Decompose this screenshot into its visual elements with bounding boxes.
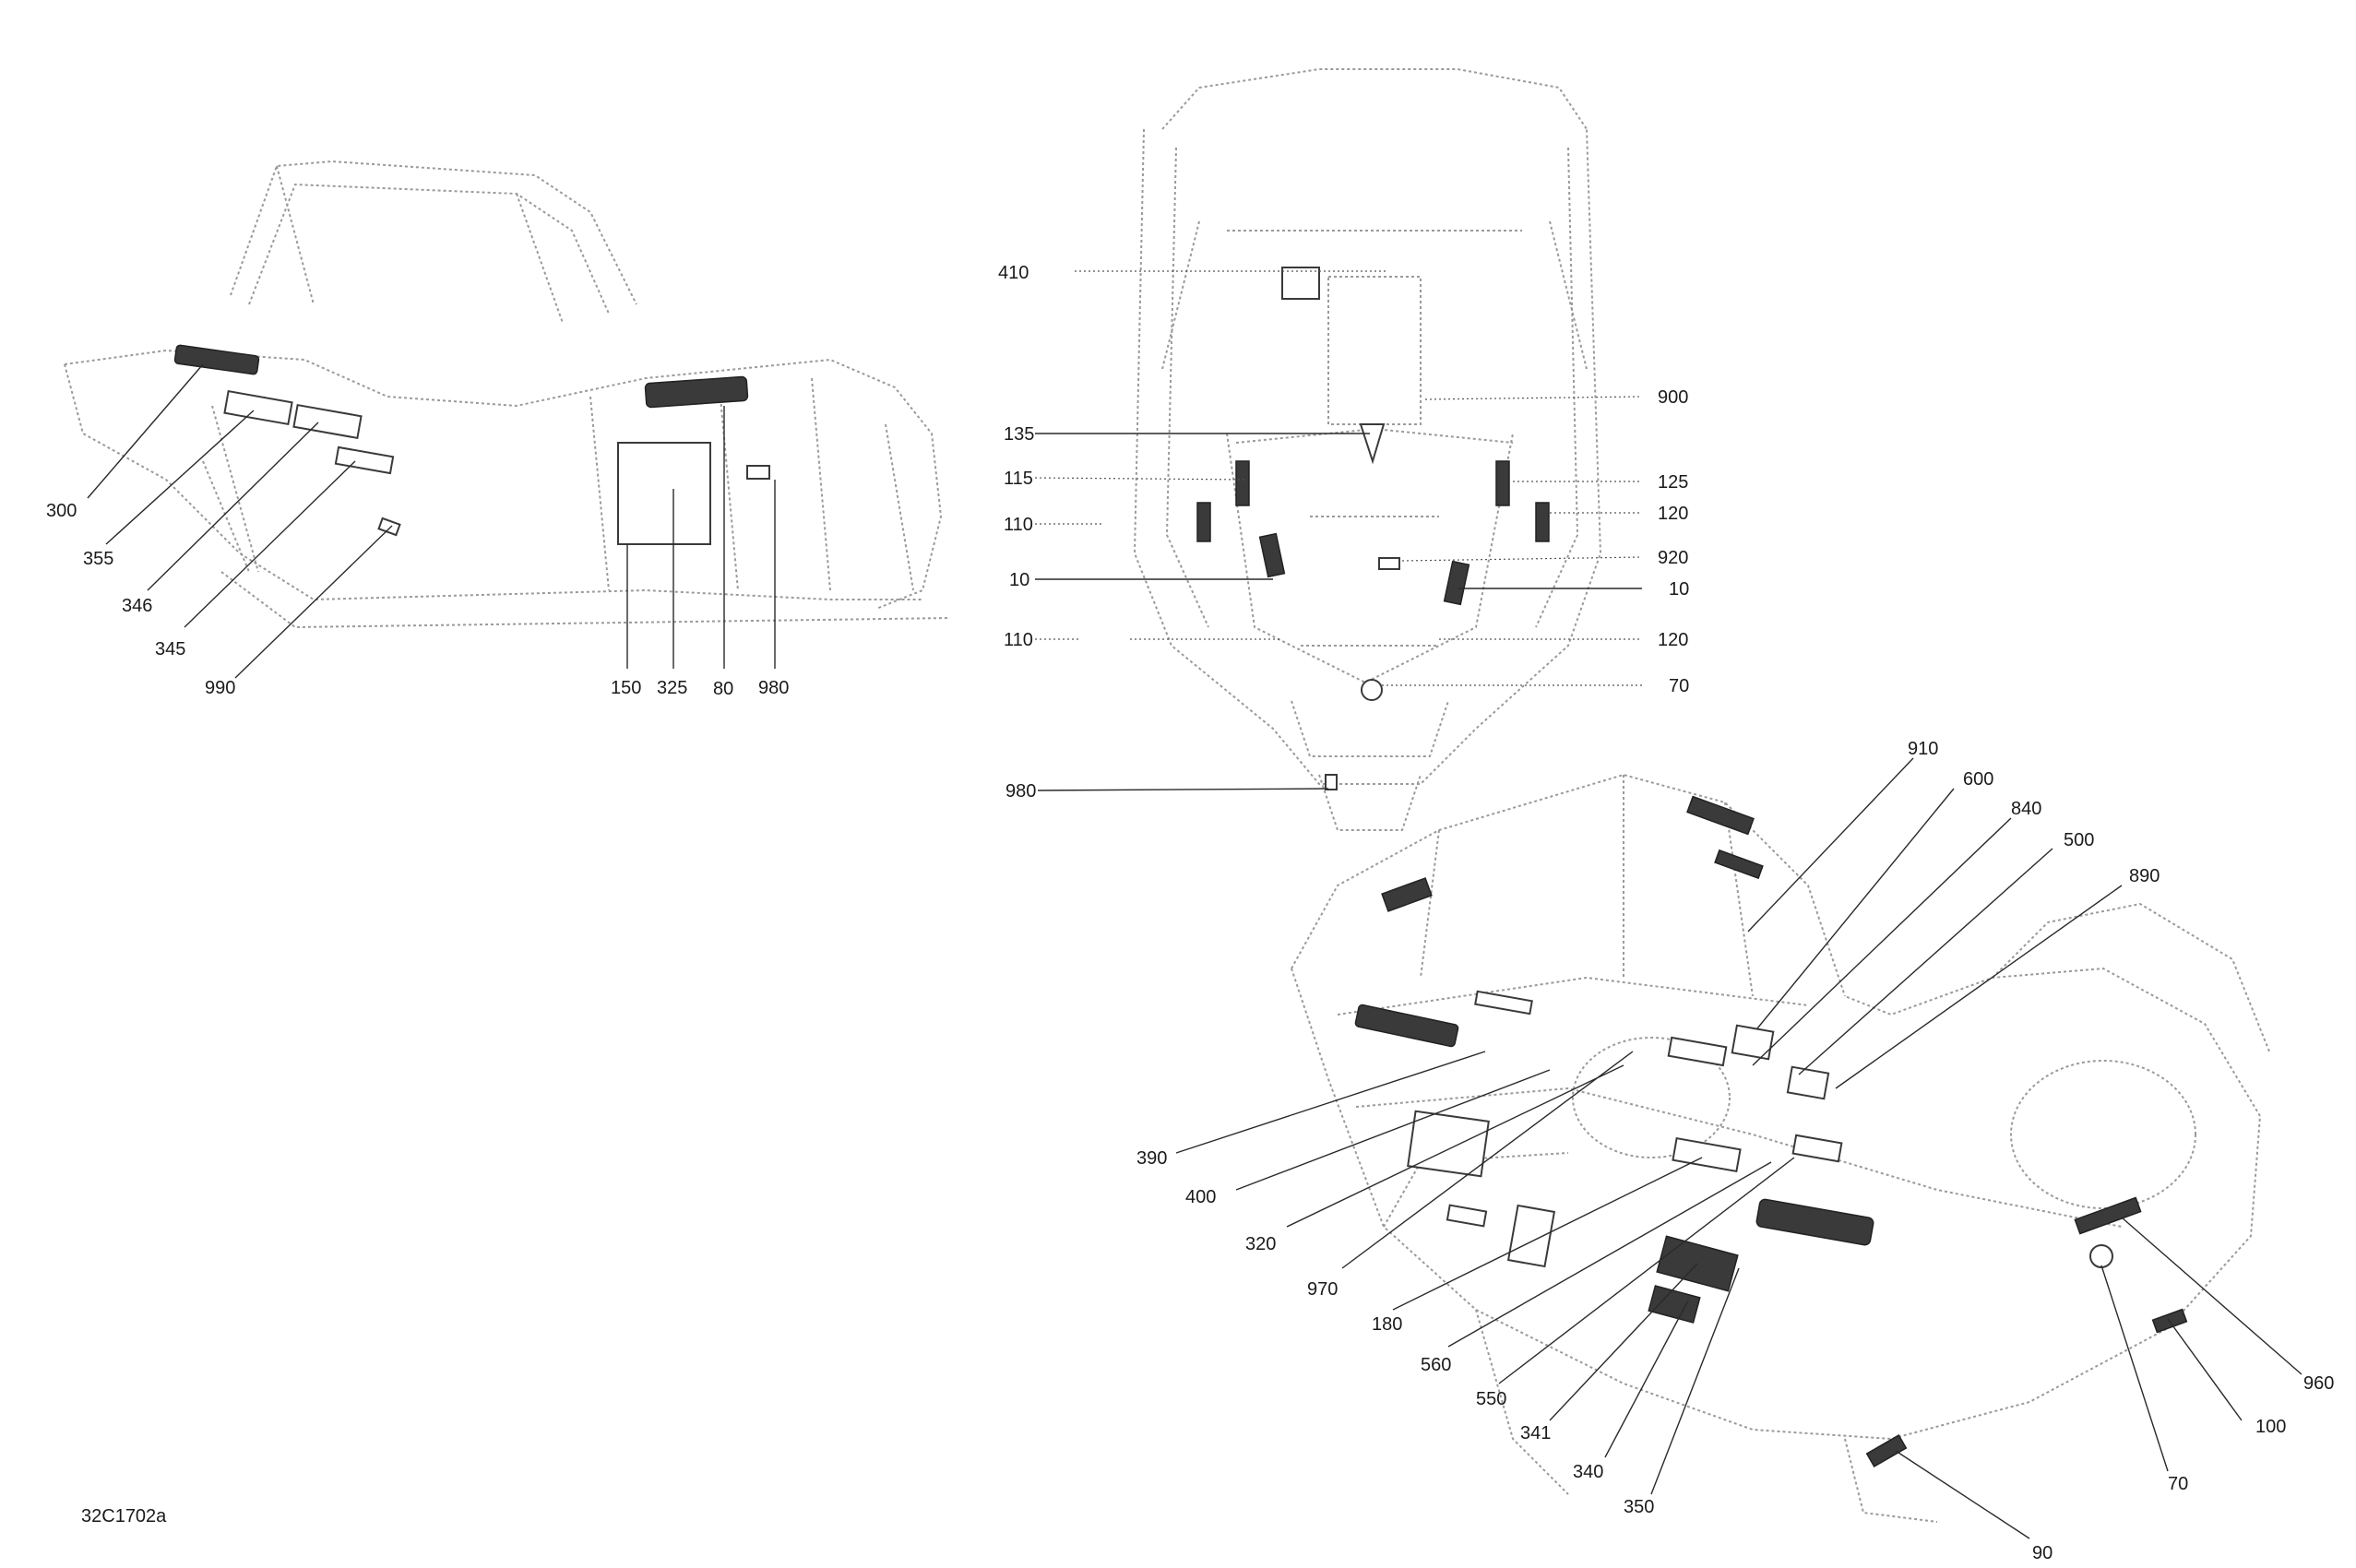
- decal-arrow: [1359, 423, 1386, 465]
- decal-can-am-logo-perspective: [1755, 1198, 1874, 1246]
- callout-label: 120: [1658, 630, 1688, 650]
- callout-label: 980: [1005, 781, 1036, 802]
- side-view-labels: 300 355 346 345 990 150 325 80 980: [46, 501, 789, 699]
- callout-label: 120: [1658, 504, 1688, 524]
- decal-rear-logo: [1281, 267, 1320, 300]
- callout-label: 115: [1004, 469, 1033, 489]
- callout-label: 550: [1476, 1389, 1506, 1409]
- decal-front-tag: [1865, 1434, 1908, 1467]
- decal-can-am-logo: [173, 344, 260, 375]
- perspective-view: 910 600 840 500 890 390 400 320 970 180 …: [1136, 739, 2334, 1563]
- callout-label: 390: [1136, 1148, 1167, 1169]
- decal-vent: [1506, 1204, 1556, 1268]
- decal-dash-label: [1474, 990, 1533, 1016]
- callout-label: 920: [1658, 548, 1688, 568]
- decal-model-name: [644, 375, 749, 409]
- callout-label: 150: [611, 678, 641, 698]
- callout-label: 990: [205, 678, 235, 698]
- top-view-labels: 410 900 135 115 125 110 120 920 10 10 11…: [998, 263, 1689, 802]
- decal-upper-panel: [1686, 795, 1755, 836]
- callout-label: 100: [2255, 1417, 2286, 1437]
- decal-door-panel: [1407, 1110, 1490, 1178]
- callout-label: 410: [998, 263, 1029, 283]
- callout-label: 600: [1963, 769, 1993, 790]
- side-view-decals: [173, 344, 770, 545]
- decal-right-panel-upper: [1495, 460, 1510, 506]
- decal-warning-2: [292, 403, 363, 440]
- decal-emblem-perspective: [2089, 1244, 2113, 1268]
- decal-right-panel-lower: [1535, 502, 1550, 542]
- callout-label: 340: [1573, 1462, 1603, 1482]
- decal-console-1: [1731, 1024, 1775, 1061]
- perspective-view-vehicle-outline: [1291, 773, 2270, 1523]
- callout-label: 80: [713, 679, 733, 699]
- side-view-vehicle-outline: [64, 160, 951, 629]
- side-view-leaders: [87, 363, 776, 679]
- callout-label: 90: [2032, 1543, 2053, 1563]
- callout-label: 980: [758, 678, 789, 698]
- decal-left-panel-lower: [1196, 502, 1211, 542]
- callout-label: 346: [122, 596, 152, 616]
- decal-rear-tag: [1325, 774, 1338, 790]
- callout-label: 110: [1004, 630, 1033, 650]
- callout-label: 70: [1669, 676, 1689, 696]
- top-view: 410 900 135 115 125 110 120 920 10 10 11…: [998, 68, 1689, 831]
- decal-left-panel-upper: [1235, 460, 1250, 506]
- callout-label: 320: [1245, 1234, 1276, 1254]
- decal-lower-panel: [1648, 1285, 1701, 1324]
- decal-console-2: [1786, 1065, 1830, 1100]
- perspective-view-labels: 910 600 840 500 890 390 400 320 970 180 …: [1136, 739, 2334, 1563]
- decal-door-warning: [617, 442, 711, 545]
- decal-hood-center: [1378, 557, 1400, 570]
- decal-warning-1: [223, 389, 293, 426]
- perspective-view-leaders: [1175, 757, 2302, 1539]
- perspective-view-decals: [1354, 795, 2188, 1467]
- callout-label: 900: [1658, 387, 1688, 408]
- decal-side-logo: [1381, 877, 1433, 912]
- decal-steering-label: [1667, 1036, 1728, 1067]
- decal-hood-logo-right: [1443, 560, 1470, 606]
- top-view-leaders: [1034, 270, 1643, 791]
- callout-label: 125: [1658, 472, 1688, 493]
- decal-seat-label: [1446, 1204, 1488, 1228]
- callout-label: 400: [1185, 1187, 1216, 1207]
- callout-label: 10: [1009, 570, 1029, 590]
- callout-label: 840: [2011, 799, 2041, 819]
- decal-small-label: [746, 465, 770, 480]
- callout-label: 355: [83, 549, 113, 569]
- callout-label: 135: [1004, 424, 1034, 445]
- callout-label: 970: [1307, 1279, 1338, 1300]
- top-view-vehicle-outline: [1133, 68, 1602, 831]
- callout-label: 350: [1624, 1497, 1654, 1517]
- decal-model-name-perspective: [1354, 1004, 1459, 1048]
- callout-label: 10: [1669, 579, 1689, 600]
- callout-label: 300: [46, 501, 77, 521]
- callout-label: 960: [2303, 1373, 2334, 1394]
- drawing-code: 32C1702a: [81, 1506, 167, 1526]
- callout-label: 180: [1372, 1314, 1402, 1335]
- decal-warning-3: [334, 445, 395, 475]
- callout-label: 890: [2129, 866, 2160, 886]
- callout-label: 70: [2168, 1474, 2188, 1494]
- side-view: 300 355 346 345 990 150 325 80 980: [46, 160, 951, 699]
- callout-label: 110: [1004, 515, 1033, 535]
- decal-grille-label: [2074, 1196, 2142, 1235]
- decal-lower-label: [377, 517, 401, 537]
- callout-label: 325: [657, 678, 687, 698]
- decal-emblem: [1361, 679, 1383, 701]
- top-view-decals: [1196, 267, 1550, 790]
- callout-label: 500: [2064, 830, 2094, 850]
- decal-upper-panel-2: [1714, 849, 1764, 880]
- callout-label: 560: [1421, 1355, 1451, 1375]
- callout-label: 341: [1520, 1423, 1551, 1443]
- callout-label: 910: [1908, 739, 1938, 759]
- callout-label: 345: [155, 639, 185, 659]
- decal-hood-logo-left: [1258, 532, 1286, 578]
- decal-console-3: [1791, 1134, 1843, 1163]
